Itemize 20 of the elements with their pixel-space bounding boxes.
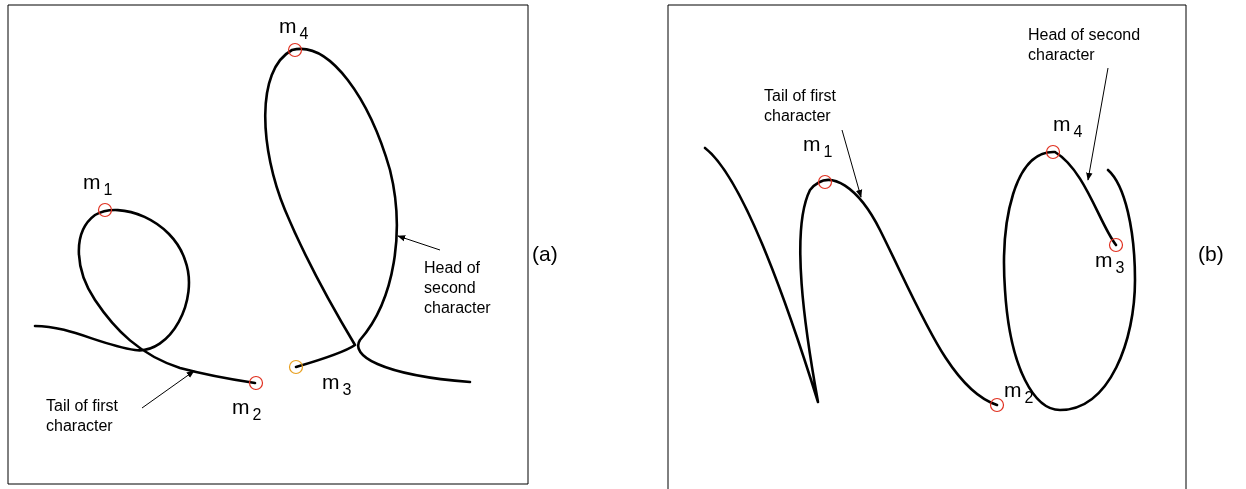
handwriting-stroke (33, 208, 257, 385)
leader-line (841, 129, 863, 198)
annotation-text: Head of second character (424, 258, 519, 318)
handwriting-stroke (1002, 150, 1137, 412)
panel-label: (a) (532, 242, 558, 266)
point-label: m$_{3}$ (322, 370, 352, 400)
annotation-text: Tail of first character (46, 396, 176, 436)
leader-line (141, 370, 195, 409)
annotation-text: Tail of first character (764, 86, 874, 126)
leader-line (397, 235, 441, 251)
point-label: m$_{3}$ (1095, 248, 1125, 278)
point-label: m$_{1}$ (803, 132, 833, 162)
point-label: m$_{4}$ (1053, 112, 1083, 142)
point-label: m$_{1}$ (83, 170, 113, 200)
panel-label: (b) (1198, 242, 1224, 266)
annotation-text: Head of second character (1028, 25, 1178, 65)
point-label: m$_{4}$ (279, 14, 309, 44)
leader-line (1086, 67, 1109, 181)
point-label: m$_{2}$ (1004, 378, 1034, 408)
point-label: m$_{2}$ (232, 395, 262, 425)
